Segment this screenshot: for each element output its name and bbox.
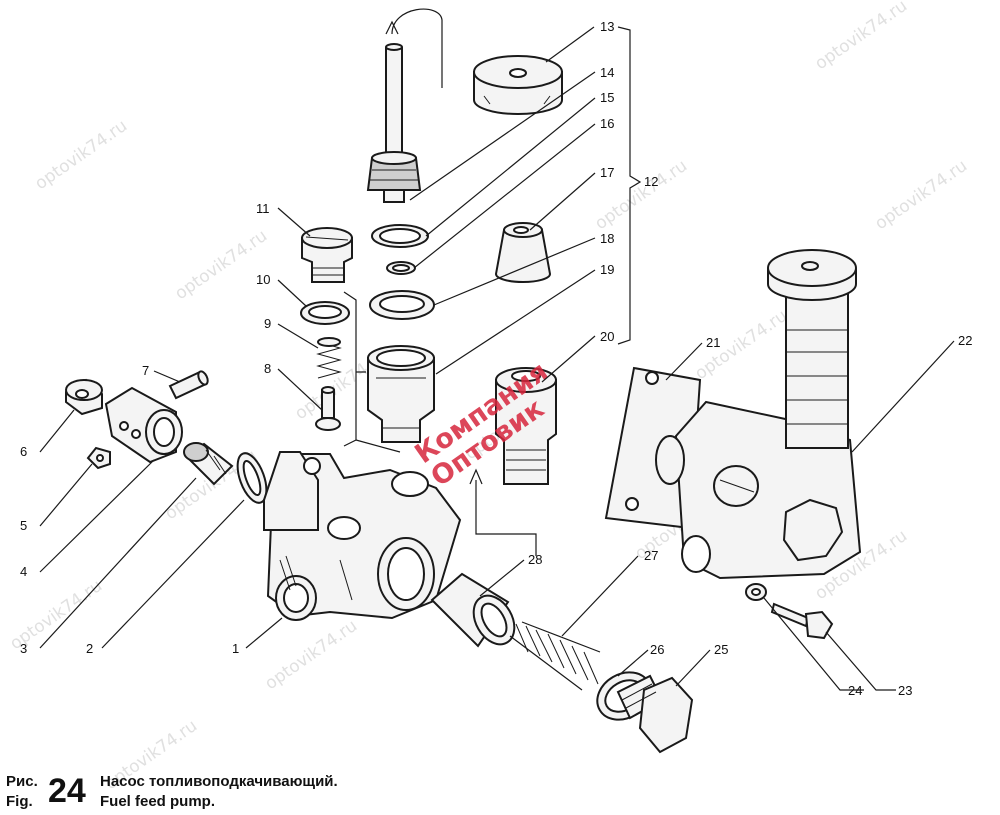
callout-12: 12 bbox=[644, 174, 658, 189]
watermark-text: optovik74.ru bbox=[261, 616, 361, 694]
part-17-cone bbox=[494, 222, 552, 283]
callout-2: 2 bbox=[86, 641, 93, 656]
callout-15: 15 bbox=[600, 90, 614, 105]
part-16-washer bbox=[386, 261, 416, 275]
assembly-arrowhead bbox=[469, 468, 483, 485]
part-15-ring bbox=[371, 224, 429, 248]
part-11-plug bbox=[301, 227, 353, 283]
callout-17: 17 bbox=[600, 165, 614, 180]
watermark-text: optovik74.ru bbox=[811, 0, 911, 74]
callout-26: 26 bbox=[650, 642, 664, 657]
callout-1: 1 bbox=[232, 641, 239, 656]
part-4-clamp bbox=[104, 386, 183, 464]
part-24-washer bbox=[745, 583, 767, 601]
callout-11: 11 bbox=[256, 201, 270, 216]
part-5-nut bbox=[86, 446, 111, 470]
watermark-text: optovik74.ru bbox=[171, 226, 271, 304]
part-3-piston bbox=[183, 442, 234, 486]
part-8-valve bbox=[315, 386, 341, 431]
callout-19: 19 bbox=[600, 262, 614, 277]
part-6-nut bbox=[65, 378, 103, 416]
leader-lines bbox=[39, 26, 955, 691]
callout-labels: 13 14 15 16 12 17 18 19 20 21 22 11 10 9… bbox=[20, 19, 972, 698]
assembly-arrow bbox=[475, 480, 537, 556]
part-20-sleeve bbox=[495, 367, 557, 485]
part-7-pin bbox=[168, 370, 209, 400]
part-1-pump-body bbox=[263, 451, 462, 621]
part-19-cylinder bbox=[367, 345, 435, 443]
callout-23: 23 bbox=[898, 683, 912, 698]
callout-22: 22 bbox=[958, 333, 972, 348]
part-28-sleeve bbox=[430, 572, 516, 648]
callout-5: 5 bbox=[20, 518, 27, 533]
callout-20: 20 bbox=[600, 329, 614, 344]
bracket-10-9-8 bbox=[343, 291, 357, 447]
part-2-ring bbox=[236, 452, 268, 504]
callout-25: 25 bbox=[714, 642, 728, 657]
caption-title-en: Fuel feed pump. bbox=[100, 793, 216, 810]
callout-14: 14 bbox=[600, 65, 614, 80]
watermark-text: optovik74.ru bbox=[31, 116, 131, 194]
watermark-text: optovik74.ru bbox=[871, 156, 971, 234]
caption-prefix-ru: Рис. bbox=[6, 773, 38, 790]
part-23-bolt bbox=[770, 602, 834, 640]
figure-caption: Рис. Fig. 24 Насос топливоподкачивающий.… bbox=[6, 768, 606, 812]
part-25-plug bbox=[616, 674, 694, 754]
callout-28: 28 bbox=[528, 552, 542, 567]
callout-3: 3 bbox=[20, 641, 27, 656]
callout-27: 27 bbox=[644, 548, 658, 563]
caption-prefix-en: Fig. bbox=[6, 793, 33, 810]
figure-number: 24 bbox=[48, 772, 86, 810]
bracket-19 bbox=[355, 371, 401, 453]
part-plunger-shaft bbox=[366, 43, 422, 203]
callout-9: 9 bbox=[264, 316, 271, 331]
part-27-spring bbox=[509, 621, 601, 691]
part-21-22-assembled-pump bbox=[604, 249, 862, 580]
callout-7: 7 bbox=[142, 363, 149, 378]
rotation-arrowhead bbox=[385, 20, 399, 35]
callout-10: 10 bbox=[256, 272, 270, 287]
callout-8: 8 bbox=[264, 361, 271, 376]
part-13-disc bbox=[473, 55, 563, 115]
callout-6: 6 bbox=[20, 444, 27, 459]
callout-16: 16 bbox=[600, 116, 614, 131]
callout-13: 13 bbox=[600, 19, 614, 34]
part-9-spring bbox=[316, 337, 342, 379]
callout-21: 21 bbox=[706, 335, 720, 350]
callout-24: 24 bbox=[848, 683, 862, 698]
caption-title-ru: Насос топливоподкачивающий. bbox=[100, 773, 338, 790]
part-10-gasket bbox=[300, 301, 350, 325]
callout-4: 4 bbox=[20, 564, 27, 579]
callout-18: 18 bbox=[600, 231, 614, 246]
part-18-seal bbox=[369, 290, 435, 320]
